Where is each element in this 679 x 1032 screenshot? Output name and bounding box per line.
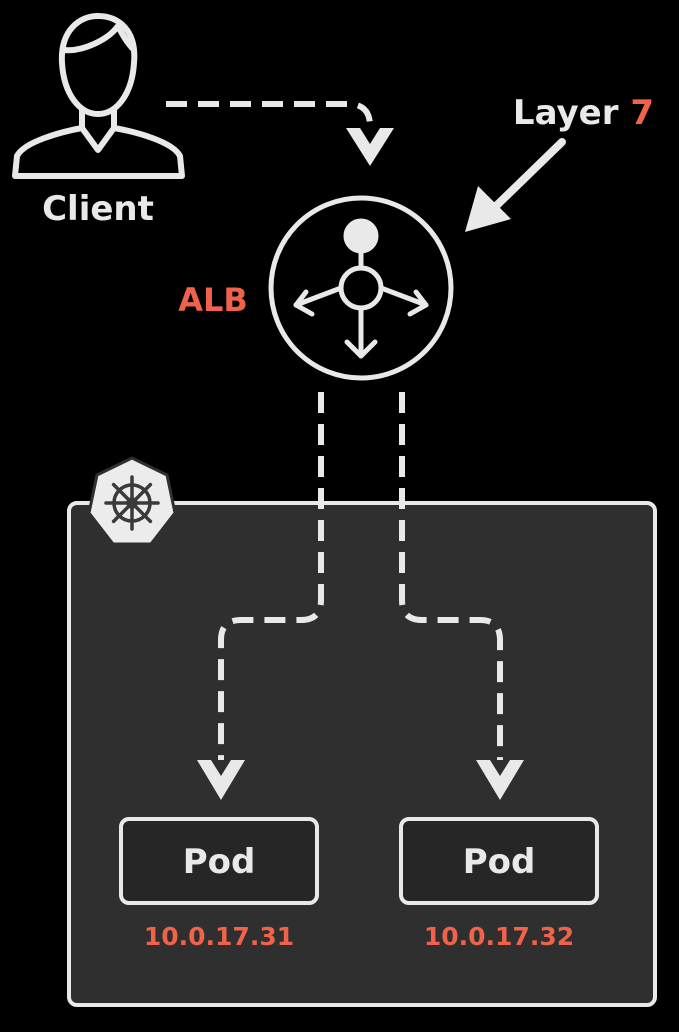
layer-number: 7: [630, 93, 654, 133]
pod-1-ip: 10.0.17.31: [144, 922, 294, 951]
alb-to-pod-1-connector: [218, 392, 324, 760]
pod-2-label: Pod: [463, 842, 536, 882]
pod-2: Pod 10.0.17.32: [399, 817, 599, 951]
pod-1: Pod 10.0.17.31: [119, 817, 319, 951]
arrowhead-icon: [476, 760, 524, 800]
arrowhead-icon: [197, 760, 245, 800]
user-icon: [12, 13, 185, 179]
kubernetes-helm-icon: [87, 456, 177, 546]
layer-pointer-arrow: [465, 138, 566, 232]
load-balancer-icon: [268, 195, 454, 381]
client-label: Client: [42, 189, 154, 229]
layer-label: Layer 7: [513, 93, 654, 133]
client-to-alb-connector: [166, 101, 373, 140]
alb-to-pod-2-connector: [399, 392, 503, 760]
alb-label: ALB: [178, 281, 248, 319]
layer-prefix: Layer: [513, 93, 619, 133]
pod-1-label: Pod: [183, 842, 256, 882]
pod-2-ip: 10.0.17.32: [424, 922, 574, 951]
arrowhead-icon: [346, 128, 394, 166]
